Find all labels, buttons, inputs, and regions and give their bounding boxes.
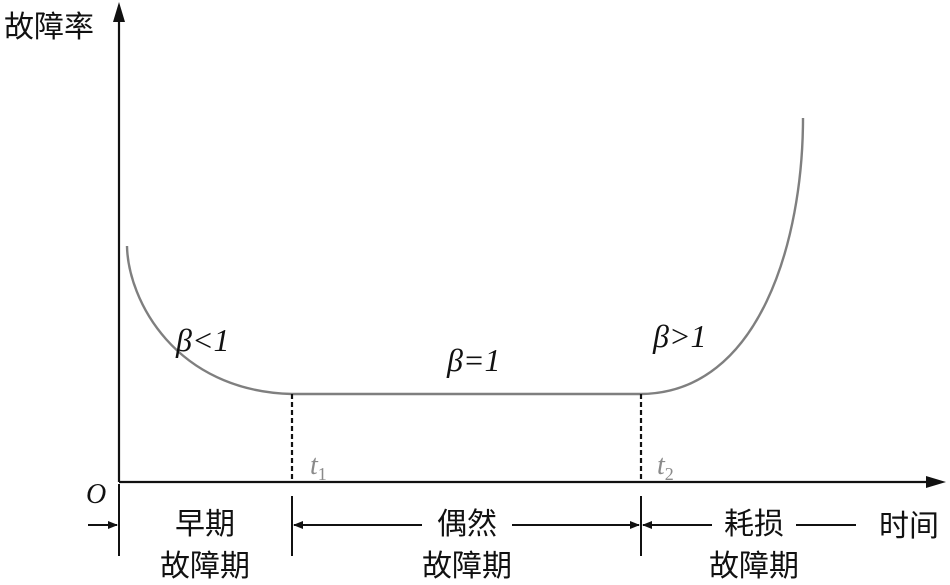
beta-random-label: β=1	[446, 342, 501, 378]
t2-label: t2	[657, 450, 674, 484]
failure-rate-curve	[125, 117, 805, 396]
x-axis-arrow-icon	[926, 476, 946, 488]
early-period-label-2: 故障期	[160, 549, 250, 584]
y-axis-arrow-icon	[113, 2, 125, 22]
beta-wearout-label: β>1	[652, 318, 707, 354]
wearout-period-label-2: 故障期	[709, 549, 799, 584]
x-axis-label: 时间	[879, 509, 939, 544]
random-period-label-1: 偶然	[437, 507, 497, 542]
wearout-period-label-1: 耗损	[724, 507, 784, 542]
random-period-label-2: 故障期	[422, 549, 512, 584]
origin-label: O	[86, 479, 106, 510]
beta-early-label: β<1	[175, 322, 230, 358]
x-axis	[119, 476, 946, 488]
t1-label: t1	[310, 450, 327, 484]
early-period-label-1: 早期	[175, 507, 235, 542]
y-axis-label: 故障率	[4, 10, 94, 45]
y-axis	[113, 2, 125, 482]
